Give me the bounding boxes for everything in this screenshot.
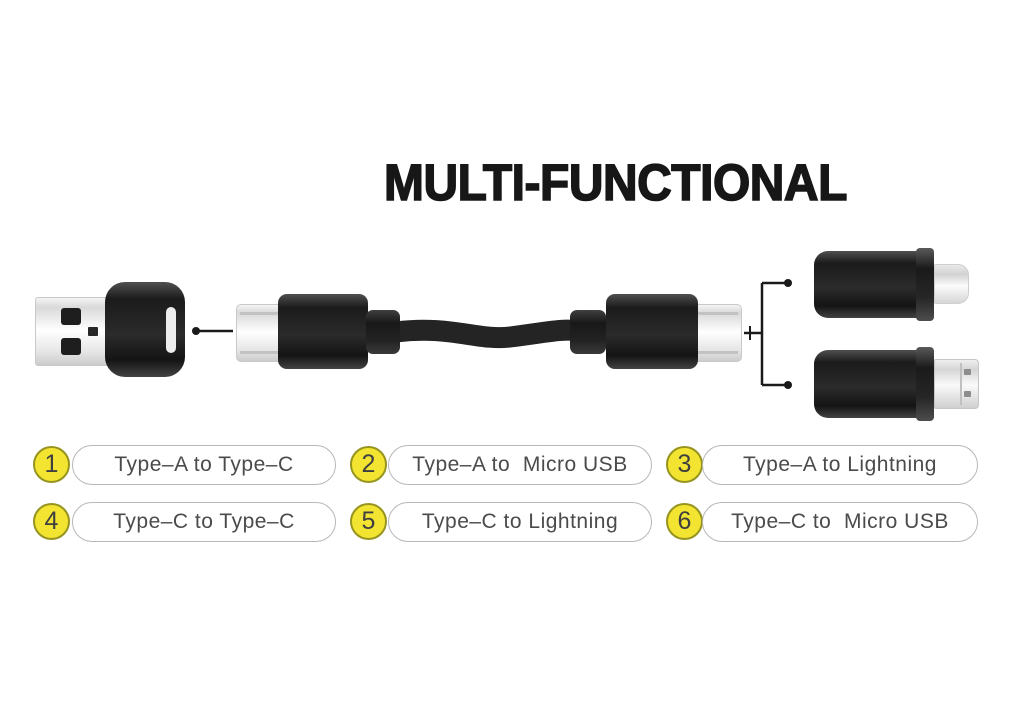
usb-a-pin-icon (61, 338, 81, 355)
combo-4-label: Type–C to Type–C (113, 510, 295, 533)
combo-2-number: 2 (361, 450, 376, 478)
cable-housing-right-icon (606, 294, 698, 369)
micro-usb-plug-icon (934, 359, 979, 409)
usb-a-pin-icon (61, 308, 81, 325)
micro-usb-adapter-body-icon (814, 350, 934, 418)
combo-1-number: 1 (44, 450, 59, 478)
combo-1-pill: Type–A to Type–C (72, 445, 336, 485)
combo-4-badge: 4 (33, 503, 70, 540)
combo-5-label: Type–C to Lightning (421, 510, 619, 533)
combo-5-badge: 5 (350, 503, 387, 540)
combo-6-pill: Type–C to Micro USB (702, 502, 978, 542)
page-title: MULTI-FUNCTIONAL (383, 153, 848, 212)
usb-a-contact-icon (88, 327, 98, 336)
combo-2-label: Type–A to Micro USB (412, 453, 628, 476)
combo-4-pill: Type–C to Type–C (72, 502, 336, 542)
combo-1-label: Type–A to Type–C (114, 453, 294, 476)
cable-housing-left-icon (278, 294, 368, 369)
lightning-adapter-collar-icon (916, 248, 934, 321)
combo-3-number: 3 (677, 450, 692, 478)
type-c-port-icon (166, 307, 176, 353)
combo-4-number: 4 (44, 507, 59, 535)
combo-2-pill: Type–A to Micro USB (388, 445, 652, 485)
combo-3-pill: Type–A to Lightning (702, 445, 978, 485)
type-c-plug-right-icon (694, 304, 742, 362)
usb-a-connector-icon (35, 297, 112, 366)
combo-1-badge: 1 (33, 446, 70, 483)
lightning-plug-icon (934, 264, 969, 304)
cable-strain-relief-icon (570, 310, 606, 354)
combo-6-number: 6 (677, 507, 692, 535)
combo-6-label: Type–C to Micro USB (731, 510, 949, 533)
combo-5-pill: Type–C to Lightning (388, 502, 652, 542)
type-c-plug-left-icon (236, 304, 284, 362)
lightning-adapter-body-icon (814, 251, 934, 318)
combo-2-badge: 2 (350, 446, 387, 483)
combo-3-label: Type–A to Lightning (743, 453, 937, 476)
micro-usb-adapter-collar-icon (916, 347, 934, 421)
combo-5-number: 5 (361, 507, 376, 535)
type-a-to-c-adapter-icon (105, 282, 185, 377)
combo-3-badge: 3 (666, 446, 703, 483)
combo-6-badge: 6 (666, 503, 703, 540)
cable-strain-relief-icon (366, 310, 400, 354)
